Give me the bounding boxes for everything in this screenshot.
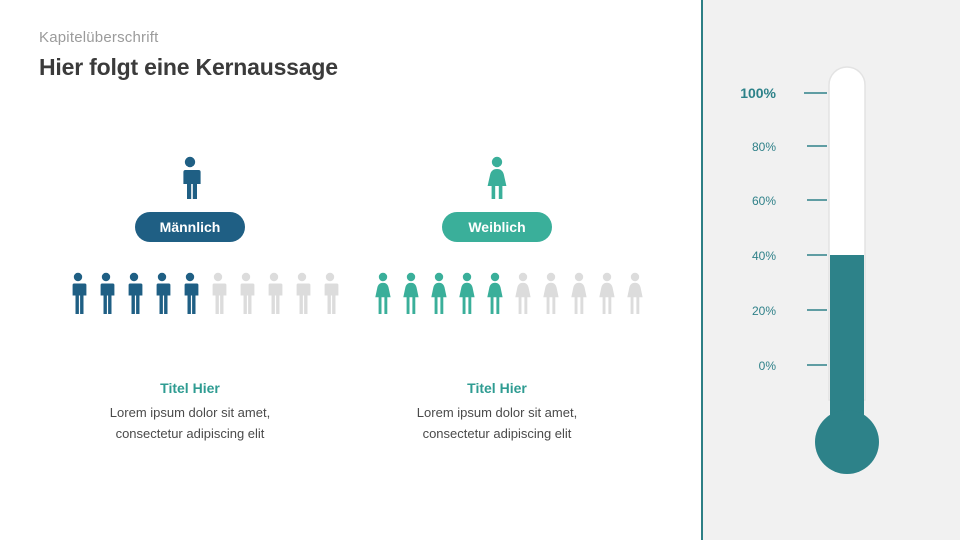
tick-label-0: 0%: [758, 359, 776, 373]
tick-label-60: 60%: [751, 194, 776, 208]
right-side-panel: 100% 80% 60% 40% 20% 0%: [701, 0, 960, 540]
caption-male: Titel Hier Lorem ipsum dolor sit amet, c…: [20, 378, 360, 444]
pictogram-item: [457, 272, 477, 314]
male-figure-icon-svg: [267, 272, 283, 314]
pictogram-item: [373, 272, 393, 314]
pictogram-item: [208, 272, 228, 314]
female-figure-icon-svg: [599, 272, 615, 314]
thermometer-ticks: [804, 92, 827, 366]
pictogram-item: [429, 272, 449, 314]
pictogram-item: [264, 272, 284, 314]
caption-female: Titel Hier Lorem ipsum dolor sit amet, c…: [327, 378, 667, 444]
male-figure-icon-svg: [295, 272, 311, 314]
female-figure-icon-svg: [487, 156, 507, 199]
caption-line2-female: consectetur adipiscing elit: [422, 426, 572, 441]
female-figure-icon-svg: [403, 272, 419, 314]
caption-line1-female: Lorem ipsum dolor sit amet,: [416, 405, 578, 420]
gender-column-female: Weiblich: [327, 150, 667, 242]
pictogram-item: [625, 272, 645, 314]
page-header: Kapitelüberschrift Hier folgt eine Kerna…: [39, 28, 338, 82]
male-figure-icon-svg: [127, 272, 143, 314]
pictogram-row-male: [68, 272, 340, 314]
pictogram-item: [541, 272, 561, 314]
tick-label-40: 40%: [751, 249, 776, 263]
thermometer-gauge: 100% 80% 60% 40% 20% 0%: [703, 0, 960, 540]
male-figure-icon: [20, 150, 360, 200]
thermometer-fill: [830, 255, 864, 415]
pictogram-item: [401, 272, 421, 314]
thermometer-bulb: [815, 410, 879, 474]
pictogram-item: [124, 272, 144, 314]
thermometer-svg: [804, 66, 879, 474]
pictogram-item: [569, 272, 589, 314]
female-figure-icon-svg: [487, 272, 503, 314]
female-figure-icon-svg: [431, 272, 447, 314]
pictogram-item: [180, 272, 200, 314]
caption-title-male: Titel Hier: [160, 380, 220, 396]
tick-label-20: 20%: [751, 304, 776, 318]
male-figure-icon-svg: [239, 272, 255, 314]
male-figure-icon-svg: [99, 272, 115, 314]
chapter-eyebrow: Kapitelüberschrift: [39, 29, 159, 46]
male-figure-icon-svg: [183, 272, 199, 314]
female-figure-icon-svg: [515, 272, 531, 314]
gender-pill-female[interactable]: Weiblich: [442, 212, 552, 242]
caption-title-female: Titel Hier: [467, 380, 527, 396]
male-figure-icon-svg: [155, 272, 171, 314]
gender-pill-male[interactable]: Männlich: [135, 212, 245, 242]
pictogram-item: [68, 272, 88, 314]
pictogram-item: [485, 272, 505, 314]
female-figure-icon: [327, 150, 667, 200]
pictogram-row-female: [373, 272, 645, 314]
caption-line1-male: Lorem ipsum dolor sit amet,: [109, 405, 271, 420]
pictogram-item: [152, 272, 172, 314]
female-figure-icon-svg: [543, 272, 559, 314]
tick-label-100: 100%: [740, 85, 776, 101]
male-figure-icon-svg: [211, 272, 227, 314]
male-figure-icon-svg: [323, 272, 339, 314]
pictogram-item: [96, 272, 116, 314]
pictogram-item: [320, 272, 340, 314]
gender-column-male: Männlich: [20, 150, 360, 242]
male-figure-icon-svg: [71, 272, 87, 314]
female-figure-icon-svg: [627, 272, 643, 314]
tick-label-80: 80%: [751, 140, 776, 154]
female-figure-icon-svg: [375, 272, 391, 314]
caption-line2-male: consectetur adipiscing elit: [115, 426, 265, 441]
pictogram-item: [597, 272, 617, 314]
female-figure-icon-svg: [459, 272, 475, 314]
pictogram-item: [513, 272, 533, 314]
pictogram-item: [236, 272, 256, 314]
page-title: Hier folgt eine Kernaussage: [39, 54, 338, 80]
pictogram-item: [292, 272, 312, 314]
male-figure-icon-svg: [181, 156, 201, 199]
female-figure-icon-svg: [571, 272, 587, 314]
